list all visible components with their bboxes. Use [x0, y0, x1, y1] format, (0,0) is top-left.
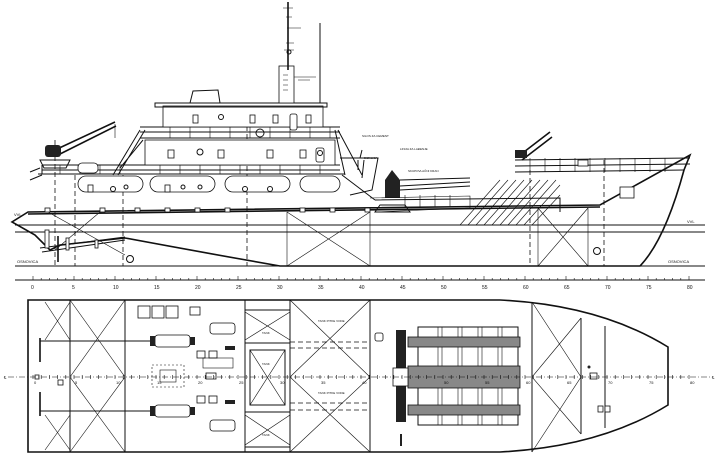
tank-cross-marks [47, 207, 589, 267]
second-deckhouse [112, 129, 376, 201]
plan-scale-label: 65 [567, 380, 572, 385]
tank-label-3: TANK [262, 331, 270, 335]
tank-label-2: TANK PITKE VODE [318, 391, 345, 395]
baseline-label-right: OSNOVICA [668, 259, 689, 264]
hull-outline [10, 153, 692, 267]
tank-label-4: TANK [262, 362, 270, 366]
vvl-label-right: VVL [687, 219, 695, 224]
vvl-label-left: VVL [14, 212, 22, 217]
centerline-symbol-left: ℄ [3, 375, 7, 380]
bow-thruster-icon [593, 247, 601, 255]
company-logo [619, 186, 635, 199]
aft-crane [29, 121, 117, 181]
baseline-label-left: OSNOVICA [17, 259, 38, 264]
loading-crane [369, 170, 471, 213]
plan-view: ℄ ℄ 0 5 10 15 20 25 30 35 40 50 55 60 65 70 75 80 TANK … [3, 299, 715, 453]
plan-scale-label: 10 [116, 380, 121, 385]
plan-scale-label: 70 [608, 380, 613, 385]
cement-silo [340, 149, 379, 196]
tank-label-1: TANK PITKE VODE [318, 319, 345, 323]
scale-label: 40 [359, 285, 365, 291]
plan-scale-label: 20 [198, 380, 203, 385]
scale-label: 45 [400, 285, 406, 291]
plan-scale-label: 50 [444, 380, 449, 385]
plan-scale-ticks: 0 5 10 15 20 25 30 35 40 50 55 60 65 70 75 80 [32, 375, 695, 385]
scale-label: 30 [277, 285, 283, 291]
annotation-cement-silo: SILOS ZA CEMENT [362, 134, 389, 138]
main-deck [27, 206, 601, 215]
plan-scale-label: 0 [34, 380, 37, 385]
ramp-hatching [374, 179, 561, 226]
plan-scale-label: 30 [280, 380, 285, 385]
scale-label: 65 [564, 285, 570, 291]
propulsion-shaft [39, 229, 601, 263]
annotation-knuckle-crane: SKUPOVLAČNI KRAN [408, 168, 439, 173]
main-engines [40, 334, 195, 418]
scale-label: 20 [195, 285, 201, 291]
scale-label: 75 [646, 285, 652, 291]
forward-fittings [587, 365, 611, 413]
plan-scale-label: 55 [485, 380, 490, 385]
wheelhouse [154, 89, 328, 131]
deck-bollards [44, 207, 371, 213]
frame-scale: 0 5 10 15 20 25 30 35 40 45 50 55 60 65 70 75 80 [15, 276, 705, 291]
plan-scale-label: 80 [690, 380, 695, 385]
plan-scale-label: 40 [362, 380, 367, 385]
plan-scale-label: 75 [649, 380, 654, 385]
scale-label: 80 [687, 285, 693, 291]
plan-hull-outline [27, 299, 669, 453]
scale-label: 70 [605, 285, 611, 291]
scale-label: 5 [72, 285, 75, 291]
mast [278, 2, 321, 104]
plan-scale-label: 35 [321, 380, 326, 385]
centerline-symbol-right: ℄ [711, 375, 715, 380]
lower-deckhouse [38, 173, 345, 193]
plan-scale-label: 60 [526, 380, 531, 385]
forward-deck-railing [514, 131, 691, 199]
tank-label-5: TANK [262, 433, 270, 437]
scale-label: 0 [31, 285, 34, 291]
scale-label: 50 [441, 285, 447, 291]
generators [137, 305, 236, 432]
scale-label: 10 [113, 285, 119, 291]
propeller-icon [126, 255, 134, 263]
annotation-loading-line: LINIJA ZA LAĐENJE [400, 147, 428, 151]
deck-railing-level-2 [140, 126, 340, 139]
annotation-crane: DIZALICA [364, 156, 378, 160]
profile-view: VVL VVL OSNOVICA OSNOVICA SILOS ZA CEMEN… [10, 2, 705, 267]
plan-scale-label: 15 [157, 380, 162, 385]
lifebuoy-icon [255, 128, 265, 138]
scale-label: 60 [523, 285, 529, 291]
scale-label: 25 [236, 285, 242, 291]
plan-scale-label: 25 [239, 380, 244, 385]
cargo-rack [374, 326, 521, 446]
plan-scale-label: 5 [75, 380, 78, 385]
scale-label: 55 [482, 285, 488, 291]
scale-label: 35 [318, 285, 324, 291]
scale-label: 15 [154, 285, 160, 291]
